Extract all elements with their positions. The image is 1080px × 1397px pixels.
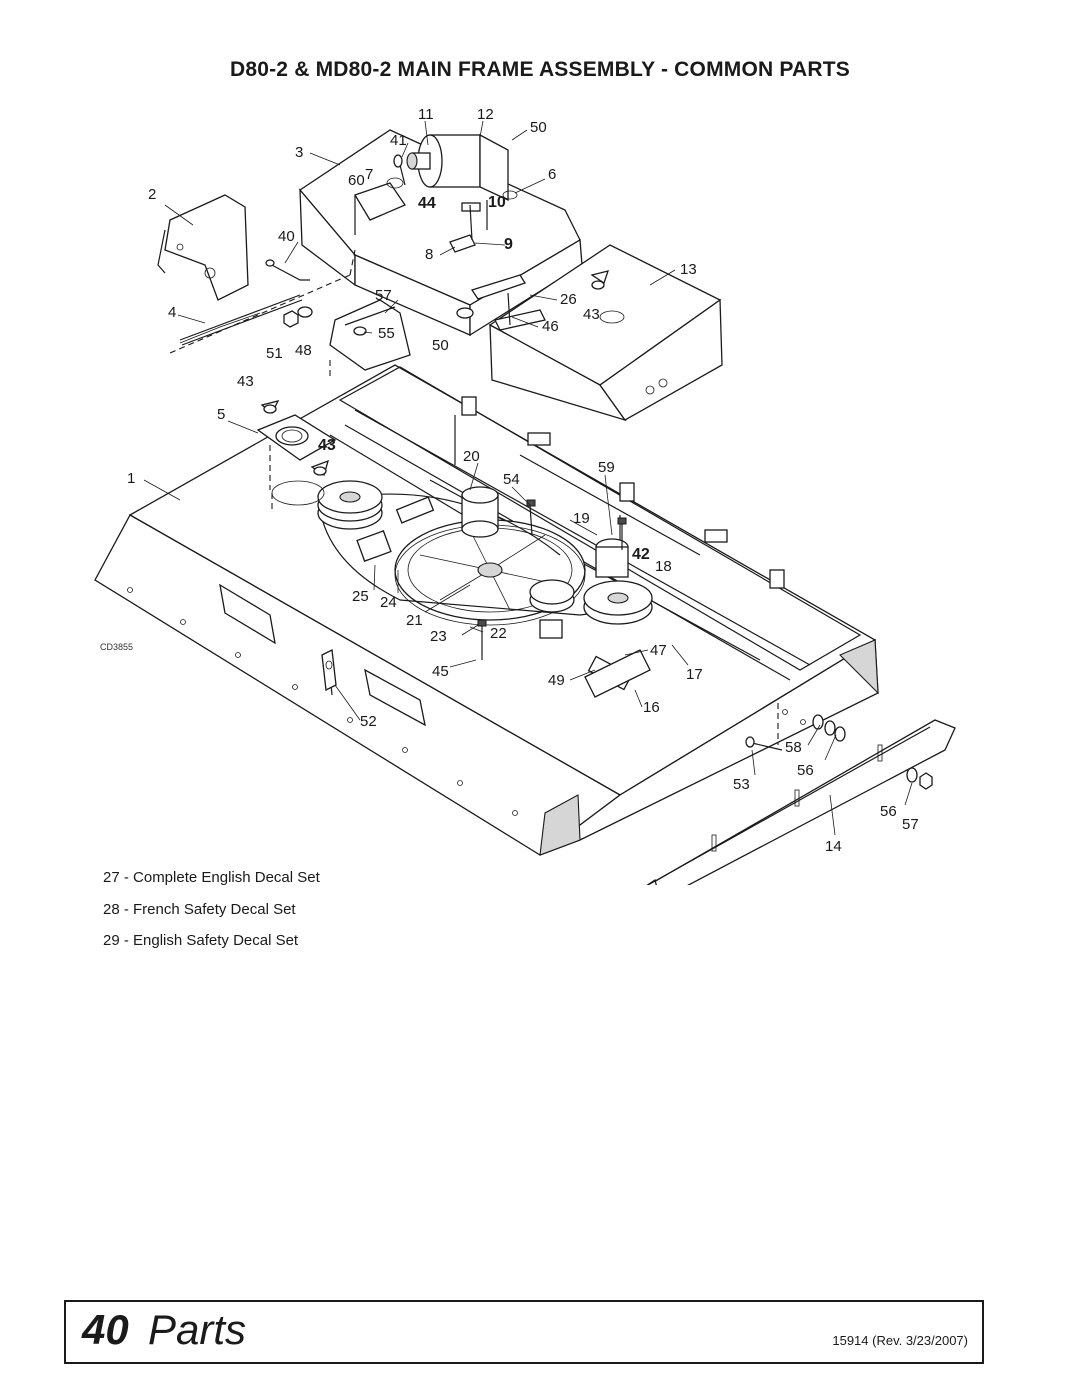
side-shield [157, 194, 249, 301]
callout-45: 45 [432, 663, 449, 680]
callout-56a: 56 [797, 762, 814, 779]
callout-2: 2 [148, 186, 156, 203]
callout-10: 10 [488, 194, 506, 211]
callout-48: 48 [295, 342, 312, 359]
callout-7: 7 [365, 166, 373, 183]
callout-43b: 43 [237, 373, 254, 390]
decal-note-27: 27 - Complete English Decal Set [103, 869, 320, 886]
callout-55: 55 [378, 325, 395, 342]
callout-51: 51 [266, 345, 283, 362]
callout-12: 12 [477, 106, 494, 123]
callout-6: 6 [548, 166, 556, 183]
callout-11: 11 [418, 106, 434, 123]
callout-41: 41 [390, 132, 407, 149]
leader-lines [143, 120, 913, 836]
belt-shield [470, 244, 723, 422]
callout-17: 17 [686, 666, 703, 683]
callout-25: 25 [352, 588, 369, 605]
callout-57b: 57 [902, 816, 919, 833]
decal-note-28: 28 - French Safety Decal Set [103, 900, 296, 918]
callout-22: 22 [490, 625, 507, 642]
gearbox-shield [299, 129, 583, 371]
callout-14: 14 [825, 838, 842, 855]
decal-note-29: 29 - English Safety Decal Set [103, 932, 299, 949]
callout-21: 21 [406, 612, 423, 629]
callout-23: 23 [430, 628, 447, 645]
page-number: 40 [82, 1306, 129, 1353]
callout-20: 20 [463, 448, 480, 465]
page-title: D80-2 & MD80-2 MAIN FRAME ASSEMBLY - COM… [229, 58, 851, 81]
clip-52 [321, 649, 337, 691]
callout-56b: 56 [880, 803, 897, 820]
callout-24: 24 [380, 594, 397, 611]
callout-3: 3 [295, 144, 303, 161]
callout-8: 8 [425, 246, 433, 263]
callout-47: 47 [650, 642, 667, 659]
section-title: Parts [148, 1306, 247, 1353]
callout-18: 18 [655, 558, 672, 575]
callout-59: 59 [598, 459, 615, 476]
callout-57: 57 [375, 287, 392, 304]
callout-4: 4 [168, 304, 176, 321]
callout-60: 60 [348, 172, 365, 189]
callout-54: 54 [503, 471, 520, 488]
callout-49: 49 [548, 672, 565, 689]
callout-43c: 43 [318, 437, 336, 454]
belt-drive [317, 480, 653, 698]
callout-26: 26 [560, 291, 577, 308]
callout-44: 44 [418, 195, 436, 212]
drawing-code: CD3855 [100, 642, 133, 652]
callout-50b: 50 [432, 337, 449, 354]
document-id: 15914 (Rev. 3/23/2007) [832, 1333, 968, 1348]
callout-42: 42 [632, 546, 650, 563]
exploded-parts-diagram: 11 12 50 41 3 60 7 6 2 44 10 40 8 9 13 5… [94, 106, 956, 885]
rod-hardware [169, 249, 474, 377]
callout-1: 1 [127, 470, 135, 487]
callout-16: 16 [643, 699, 660, 716]
callout-40: 40 [278, 228, 295, 245]
access-plate [256, 400, 337, 510]
callout-46: 46 [542, 318, 559, 335]
callout-labels: 11 12 50 41 3 60 7 6 2 44 10 40 8 9 13 5… [100, 106, 919, 855]
callout-13: 13 [680, 261, 697, 278]
callout-52: 52 [360, 713, 377, 730]
callout-50: 50 [530, 119, 547, 136]
callout-19: 19 [573, 510, 590, 527]
decal-notes: 27 - Complete English Decal Set 28 - Fre… [103, 862, 320, 957]
callout-53: 53 [733, 776, 750, 793]
callout-43a: 43 [583, 306, 600, 323]
callout-58: 58 [785, 739, 802, 756]
callout-5: 5 [217, 406, 225, 423]
skid [646, 703, 956, 885]
callout-9: 9 [504, 236, 513, 253]
page-footer: 40 Parts 15914 (Rev. 3/23/2007) [64, 1300, 984, 1364]
